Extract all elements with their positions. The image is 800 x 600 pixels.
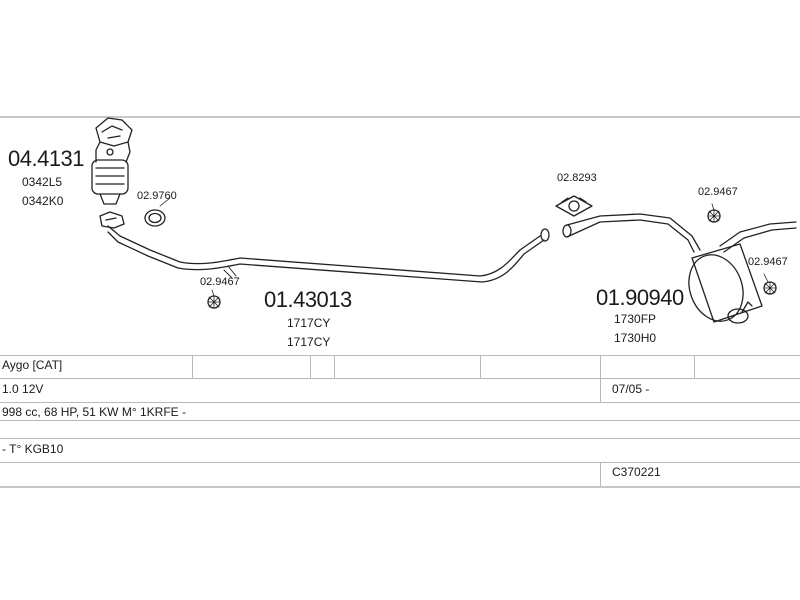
table-divider [0, 462, 800, 463]
table-bottom-line [0, 486, 800, 488]
spec-cell: 998 cc, 68 HP, 51 KW M° 1KRFE - [2, 405, 186, 419]
rubber-mount-right-icon [763, 273, 777, 295]
flange-gasket-icon [99, 211, 125, 229]
catalog-cell: C370221 [612, 465, 661, 479]
clamp-left-code: 02.9467 [200, 276, 240, 288]
table-col-divider [694, 355, 695, 378]
pipe-clamp-icon [555, 195, 593, 217]
mid-pipe-ref-2: 1717CY [287, 335, 331, 349]
table-col-divider [480, 355, 481, 378]
engine-cell: 1.0 12V [2, 382, 44, 396]
middle-pipe-icon [107, 225, 550, 283]
rubber-mount-upper-icon [707, 203, 721, 223]
mount-upper-code: 02.9467 [698, 186, 738, 198]
ring-gasket-icon [144, 197, 171, 227]
cat-part-code: 04.4131 [8, 146, 85, 171]
table-col-divider [600, 462, 601, 486]
table-col-divider [600, 355, 601, 402]
silencer-ref-1: 1730FP [614, 312, 657, 326]
model-cell: Aygo [CAT] [2, 358, 63, 372]
gasket-code: 02.9760 [137, 190, 177, 202]
rear-silencer-icon [562, 213, 797, 324]
table-divider [0, 402, 800, 403]
date-cell: 07/05 - [612, 382, 650, 396]
table-divider [0, 420, 800, 421]
exhaust-diagram [91, 117, 797, 324]
table-divider [0, 355, 800, 356]
table-divider [0, 438, 800, 439]
silencer-ref-2: 1730H0 [614, 331, 657, 345]
catalytic-converter-icon [91, 117, 133, 205]
cat-ref-1: 0342L5 [22, 175, 63, 189]
type-cell: - T° KGB10 [2, 442, 64, 456]
table-col-divider [192, 355, 193, 378]
table-col-divider [334, 355, 335, 378]
rubber-mount-left-icon [207, 289, 221, 309]
frame-top-line [0, 116, 800, 118]
mount-right-code: 02.9467 [748, 256, 788, 268]
table-col-divider [310, 355, 311, 378]
silencer-code: 01.90940 [596, 285, 684, 310]
table-divider [0, 378, 800, 379]
clamp-mid-code: 02.8293 [557, 172, 597, 184]
mid-pipe-code: 01.43013 [264, 287, 352, 312]
cat-ref-2: 0342K0 [22, 194, 64, 208]
mid-pipe-ref-1: 1717CY [287, 316, 331, 330]
